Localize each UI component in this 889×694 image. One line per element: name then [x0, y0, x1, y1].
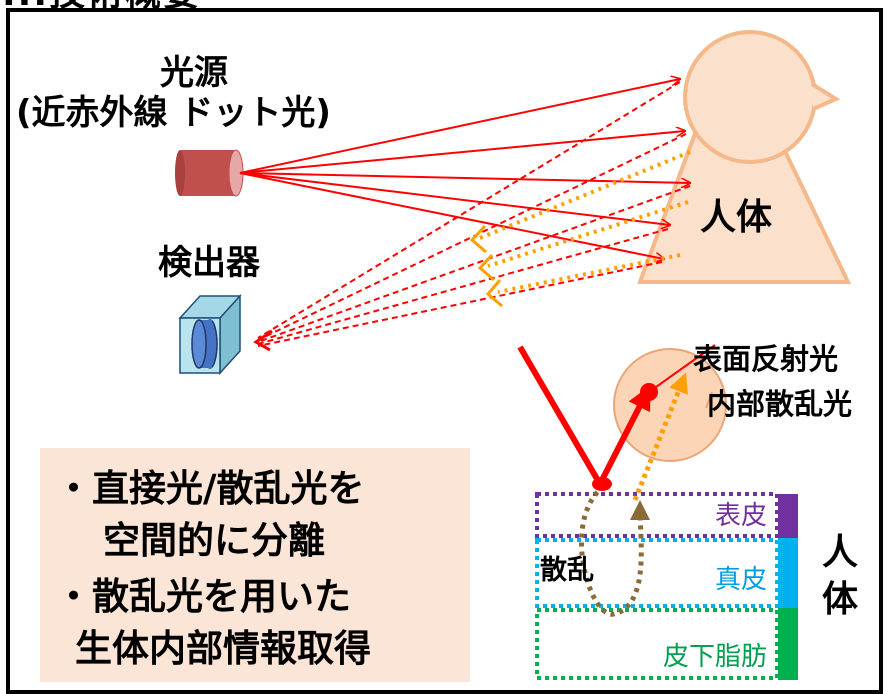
- head-shape: [683, 30, 817, 164]
- layer-bar-dermis: [778, 538, 798, 608]
- scattered-rays: [469, 150, 691, 308]
- reflected-rays: [253, 81, 691, 352]
- summary-line-4: 生体内部情報取得: [75, 627, 371, 670]
- detector-icon: [178, 294, 242, 375]
- body-side-label: 人 体: [820, 530, 860, 624]
- diagram-frame: [6, 8, 883, 694]
- layer-bar-subcutaneous: [778, 608, 798, 680]
- skin-layers: [535, 492, 798, 680]
- layer-subcutaneous: [535, 608, 779, 680]
- surface-reflection-label: 表面反射光: [693, 342, 839, 376]
- body-label: 人体: [700, 197, 773, 238]
- scatter-label: 散乱: [540, 555, 594, 586]
- summary-line-3: ・散乱光を用いた: [55, 575, 351, 618]
- layer-epidermis: [535, 492, 779, 538]
- dermis-label: 真皮: [714, 565, 767, 595]
- light-source-icon: [175, 149, 244, 197]
- summary-line-1: ・直接光/散乱光を: [55, 467, 365, 510]
- light-source-subtitle: (近赤外線 ドット光): [16, 93, 331, 133]
- internal-scatter-label: 内部散乱光: [707, 387, 853, 421]
- layer-bar-epidermis: [778, 494, 798, 538]
- body-side-label-top: 人: [821, 532, 858, 573]
- summary-panel: [40, 448, 470, 682]
- light-source-title: 光源: [160, 53, 228, 93]
- internal-beam: [632, 372, 688, 501]
- subcutaneous-label: 皮下脂肪: [662, 642, 767, 672]
- human-figure: [637, 30, 852, 284]
- layer-dermis: [535, 538, 779, 608]
- body-side-label-bottom: 体: [821, 578, 858, 620]
- scatter-path: [579, 484, 651, 617]
- nose-shape: [810, 82, 841, 111]
- page-heading: ...技術概要: [2, 0, 201, 12]
- summary-line-2: 空間的に分離: [103, 519, 325, 562]
- magnified-view: [613, 348, 727, 462]
- internal-leader: [705, 391, 713, 409]
- epidermis-label: 表皮: [714, 501, 767, 531]
- detector-label: 検出器: [158, 243, 260, 283]
- surface-leader: [648, 344, 716, 393]
- incidence-point: [592, 477, 612, 491]
